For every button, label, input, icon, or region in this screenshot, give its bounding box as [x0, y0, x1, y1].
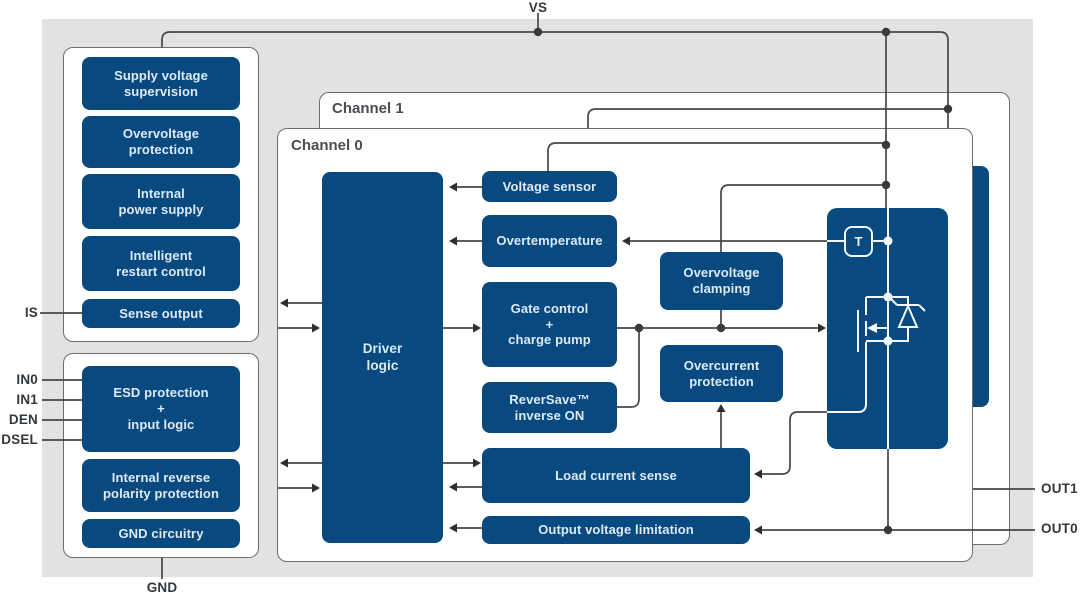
- pin-label-den: DEN: [8, 412, 38, 427]
- pin-label-in1: IN1: [16, 392, 38, 407]
- pin-label-dsel: DSEL: [1, 432, 38, 447]
- block-overvoltage-protection: Overvoltage protection: [82, 116, 240, 168]
- pin-label-is: IS: [24, 305, 38, 320]
- block-reverse-polarity-protection: Internal reverse polarity protection: [82, 459, 240, 512]
- block-gnd-circuitry: GND circuitry: [82, 519, 240, 548]
- channel0-label: Channel 0: [291, 137, 363, 154]
- pin-label-in0: IN0: [16, 372, 38, 387]
- block-intelligent-restart-control: Intelligent restart control: [82, 236, 240, 291]
- block-supply-voltage-supervision: Supply voltage supervision: [82, 57, 240, 110]
- channel1-label: Channel 1: [332, 100, 404, 117]
- block-driver-logic: Driver logic: [322, 172, 443, 543]
- pin-label-gnd: GND: [146, 580, 178, 595]
- pin-label-out1: OUT1: [1041, 481, 1078, 496]
- block-output-voltage-limitation: Output voltage limitation: [482, 516, 750, 544]
- block-overtemperature: Overtemperature: [482, 215, 617, 267]
- block-esd-input-logic: ESD protection + input logic: [82, 366, 240, 452]
- block-internal-power-supply: Internal power supply: [82, 174, 240, 229]
- block-reversave-inverse-on: ReverSave™ inverse ON: [482, 382, 617, 433]
- block-overvoltage-clamping: Overvoltage clamping: [660, 252, 783, 310]
- block-voltage-sensor: Voltage sensor: [482, 171, 617, 202]
- block-load-current-sense: Load current sense: [482, 448, 750, 503]
- pin-label-vs: VS: [528, 0, 548, 15]
- block-overcurrent-protection: Overcurrent protection: [660, 345, 783, 402]
- pin-label-out0: OUT0: [1041, 521, 1078, 536]
- block-power-mosfet: [827, 208, 948, 449]
- channel1-output-stage-block: [973, 166, 989, 407]
- block-gate-control-charge-pump: Gate control + charge pump: [482, 282, 617, 367]
- block-sense-output: Sense output: [82, 299, 240, 328]
